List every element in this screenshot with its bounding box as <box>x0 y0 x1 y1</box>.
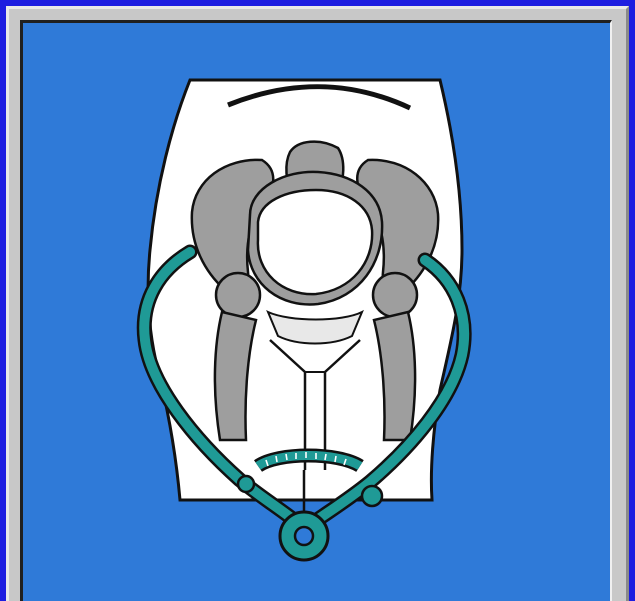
outer-frame <box>0 0 635 601</box>
pelvimetry-illustration <box>0 0 635 601</box>
